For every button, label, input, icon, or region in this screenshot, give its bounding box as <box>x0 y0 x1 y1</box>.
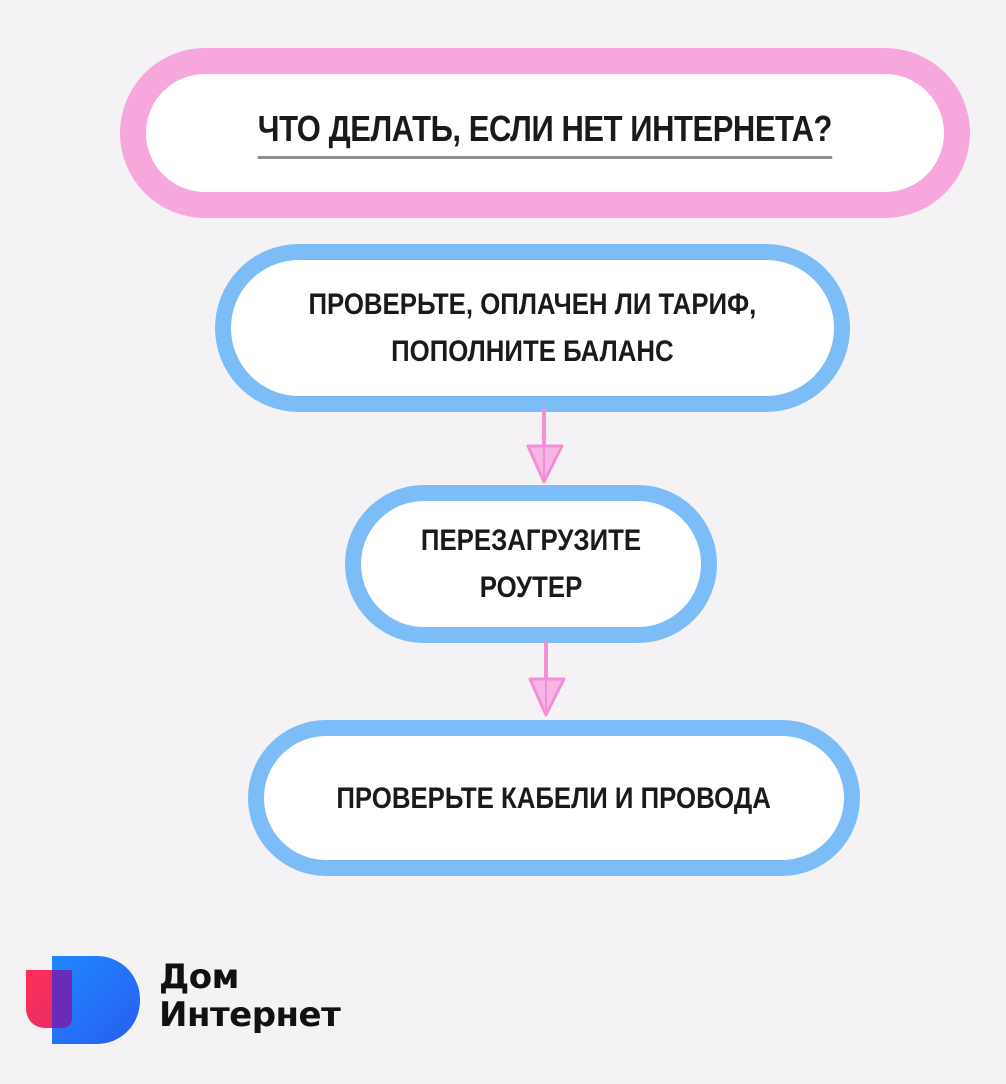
step-3-text: ПРОВЕРЬТЕ КАБЕЛИ И ПРОВОДА <box>336 781 772 815</box>
title-pill: ЧТО ДЕЛАТЬ, ЕСЛИ НЕТ ИНТЕРНЕТА? <box>120 48 970 218</box>
diagram-title: ЧТО ДЕЛАТЬ, ЕСЛИ НЕТ ИНТЕРНЕТА? <box>257 108 833 159</box>
logo-wordmark: Дом Интернет <box>159 957 341 1035</box>
logo-line-1: Дом <box>159 957 239 997</box>
brand-logo: Дом Интернет <box>22 954 382 1046</box>
step-2-box: ПЕРЕЗАГРУЗИТЕ РОУТЕР <box>345 485 717 643</box>
arrow-2-to-3 <box>528 641 566 717</box>
step-3-box: ПРОВЕРЬТЕ КАБЕЛИ И ПРОВОДА <box>248 720 860 876</box>
logo-line-2: Интернет <box>159 995 341 1035</box>
step-1-box: ПРОВЕРЬТЕ, ОПЛАЧЕН ЛИ ТАРИФ, ПОПОЛНИТЕ Б… <box>215 244 850 412</box>
logo-mark-icon <box>26 956 140 1044</box>
step-2-text: ПЕРЕЗАГРУЗИТЕ РОУТЕР <box>420 524 642 604</box>
arrow-1-to-2 <box>526 408 564 484</box>
step-1-text: ПРОВЕРЬТЕ, ОПЛАЧЕН ЛИ ТАРИФ, ПОПОЛНИТЕ Б… <box>308 288 757 368</box>
